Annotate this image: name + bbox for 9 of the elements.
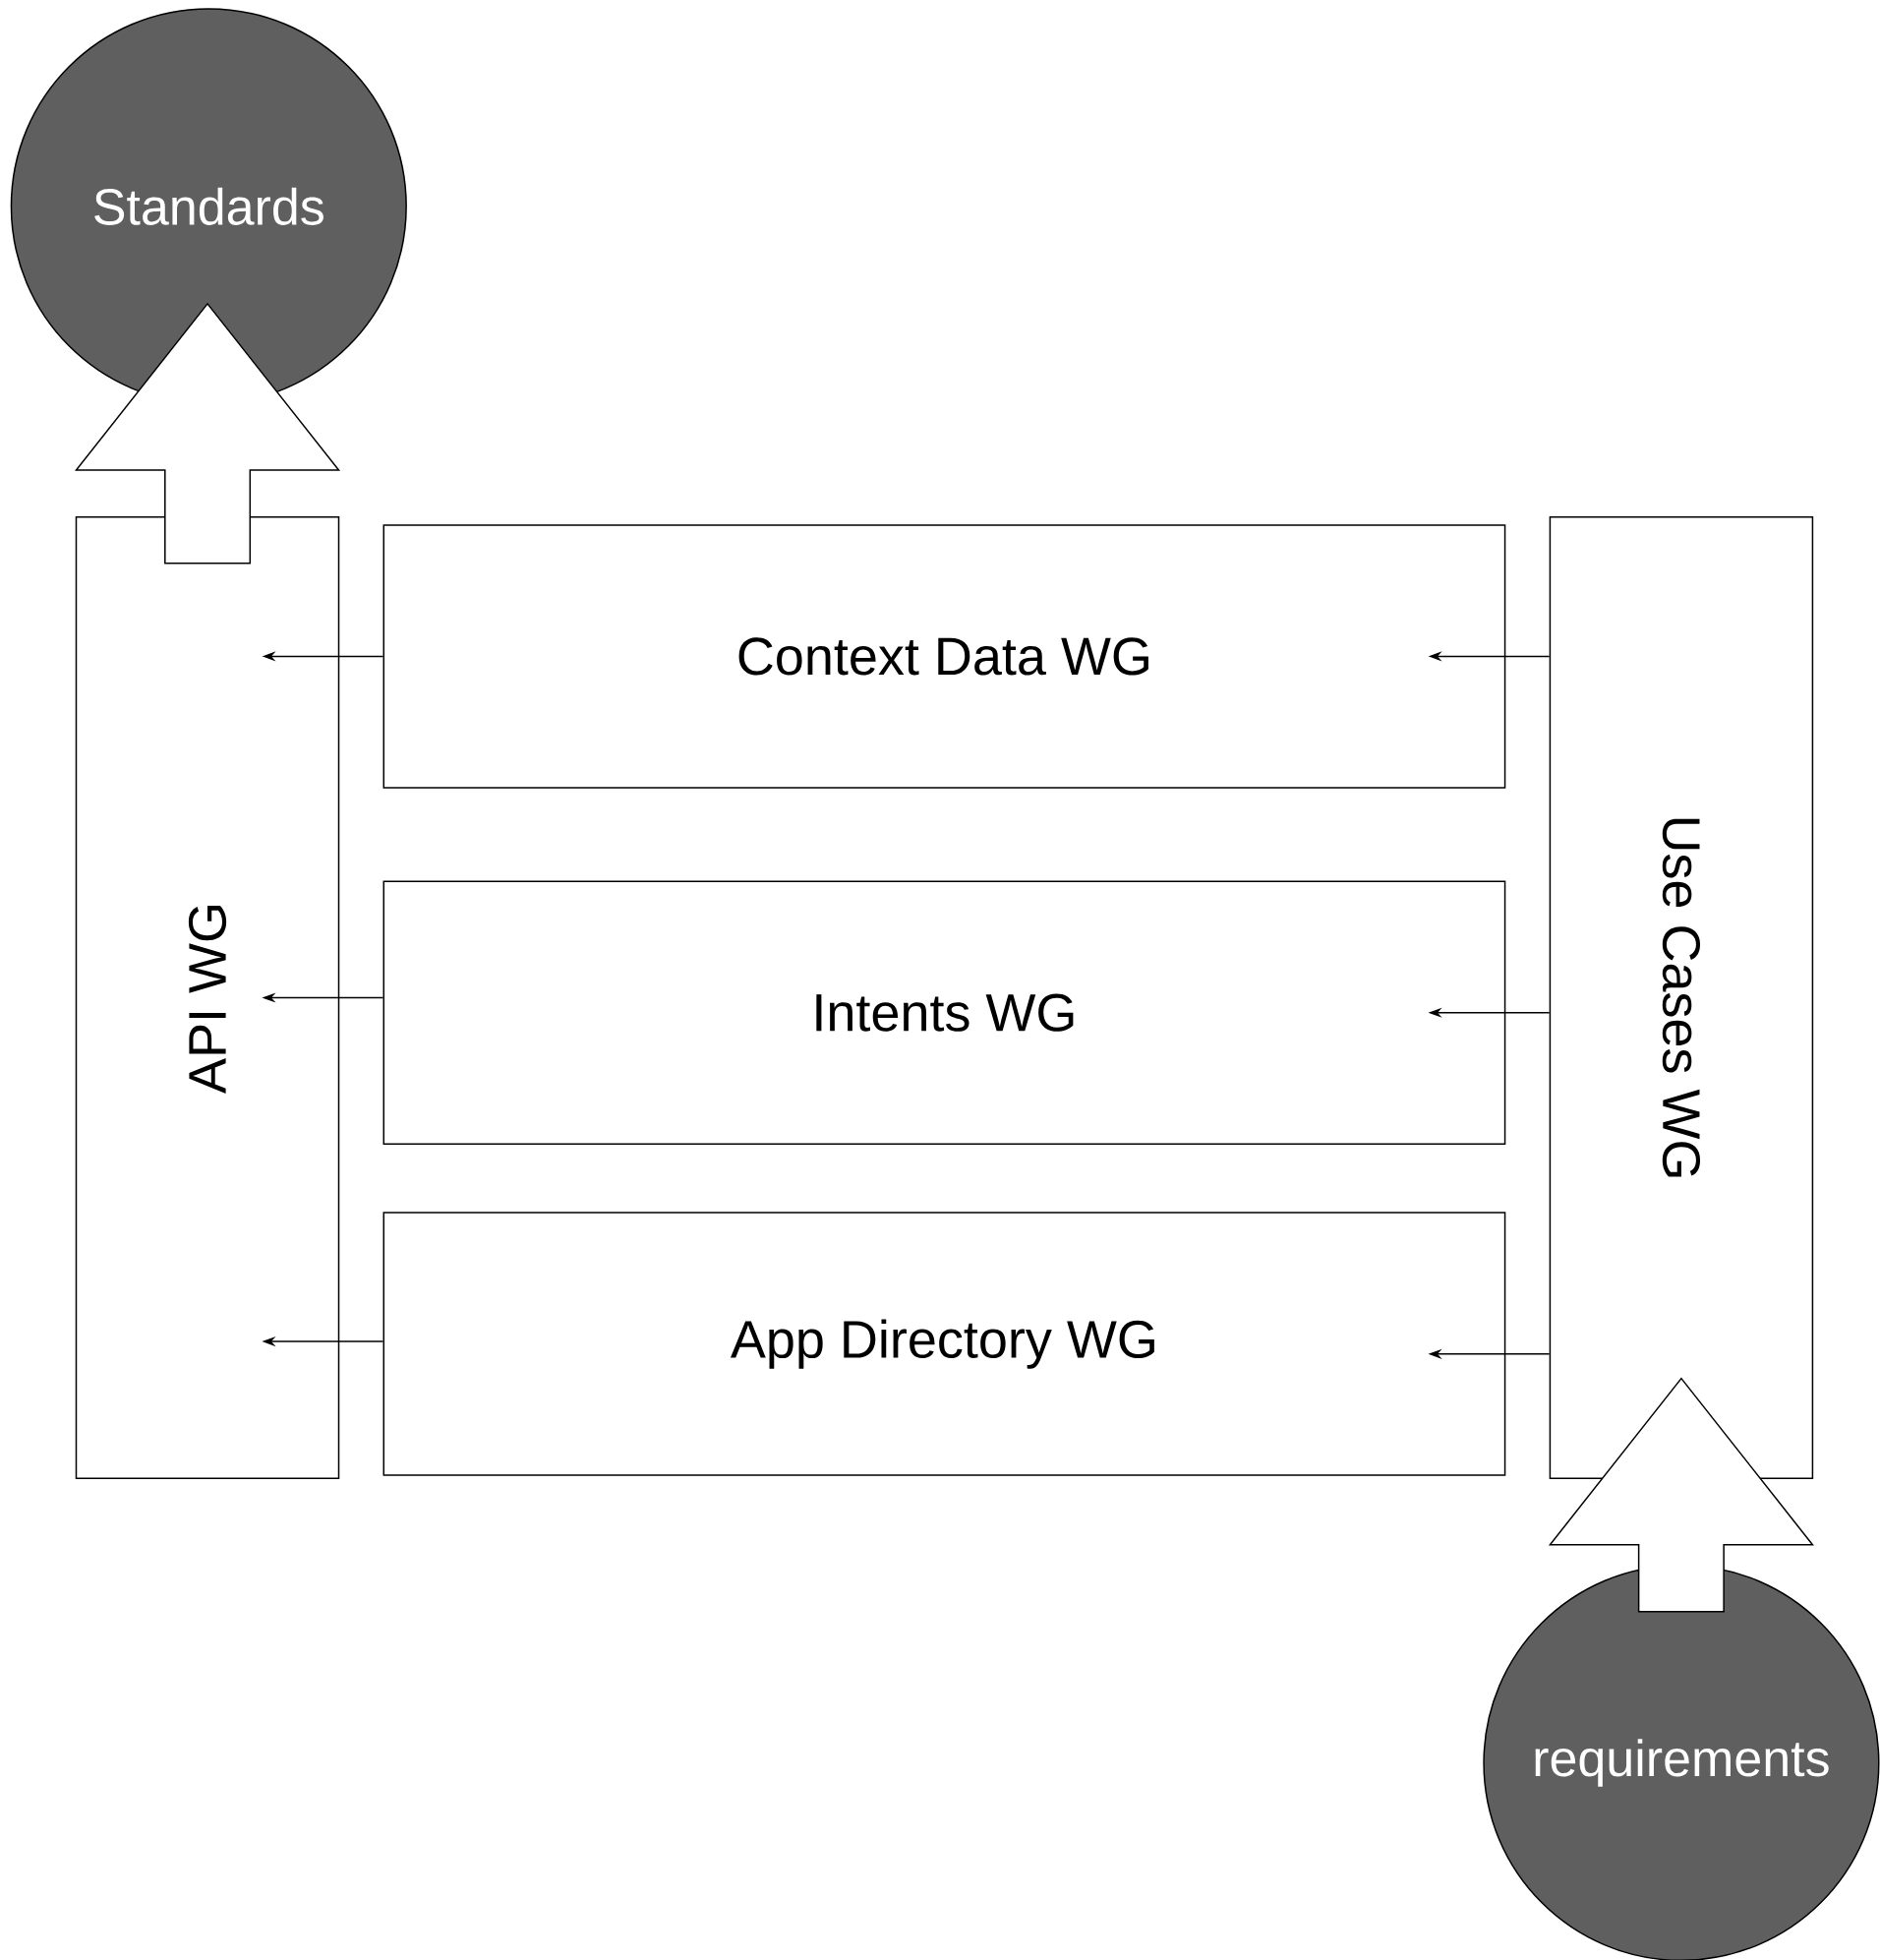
block-arrow bbox=[1548, 1377, 1814, 1613]
process-box: API WG bbox=[75, 515, 340, 1480]
process-box: Intents WG bbox=[382, 880, 1506, 1145]
process-box: Use Cases WG bbox=[1549, 515, 1814, 1480]
process-box: App Directory WG bbox=[382, 1212, 1506, 1476]
circle-node: Standards bbox=[10, 8, 407, 405]
process-box: Context Data WG bbox=[382, 524, 1506, 789]
block-arrow bbox=[74, 302, 341, 564]
circle-node: requirements bbox=[1483, 1564, 1880, 1960]
